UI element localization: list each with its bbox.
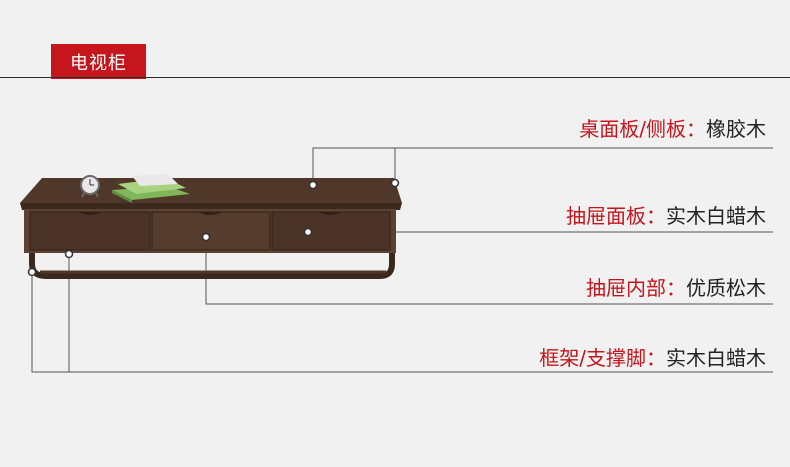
spec-separator: ： <box>666 276 686 300</box>
header-divider <box>0 77 790 78</box>
drawer-notch-right <box>318 212 342 215</box>
spec-part: 抽屉面板 <box>566 204 646 228</box>
callout-line-frame <box>31 272 773 373</box>
alarm-clock-icon <box>80 175 100 198</box>
spec-row-drawer-face: 抽屉面板：实木白蜡木 <box>566 204 766 228</box>
callout-dot-drawer-face <box>303 227 313 237</box>
spec-part: 抽屉内部 <box>586 276 666 300</box>
callout-dots <box>27 178 400 277</box>
callout-dot-side-panel <box>390 178 400 188</box>
cabinet-top-edge <box>20 203 402 210</box>
spec-material: 橡胶木 <box>706 117 766 141</box>
spec-part: 桌面板/侧板 <box>579 117 686 141</box>
spec-separator: ： <box>686 117 706 141</box>
spec-row-drawer-interior: 抽屉内部：优质松木 <box>586 276 766 300</box>
category-badge-label: 电视柜 <box>70 52 127 74</box>
callout-dot-frame <box>27 267 37 277</box>
callout-dot-top-panel <box>308 180 318 190</box>
spec-separator: ： <box>646 204 666 228</box>
category-badge: 电视柜 <box>51 44 146 79</box>
tv-cabinet <box>20 178 402 279</box>
callout-dot-drawer-interior <box>201 232 211 242</box>
cabinet-top-board <box>20 178 402 203</box>
drawer-notch-middle <box>198 212 222 215</box>
spec-part: 框架/支撑脚 <box>539 346 646 370</box>
spec-row-frame: 框架/支撑脚：实木白蜡木 <box>539 346 766 370</box>
drawer-left <box>29 211 151 251</box>
spec-material: 实木白蜡木 <box>666 346 766 370</box>
stacked-books-icon <box>112 174 190 203</box>
drawer-notch-left <box>78 212 102 215</box>
callout-dot-legs <box>64 249 74 259</box>
callout-line-top-panel <box>312 147 773 185</box>
spec-separator: ： <box>646 346 666 370</box>
spec-row-top-panel: 桌面板/侧板：橡胶木 <box>579 117 766 141</box>
drawer-middle <box>151 211 271 251</box>
callout-line-drawer-interior <box>205 237 773 305</box>
spec-material: 实木白蜡木 <box>666 204 766 228</box>
drawer-right <box>271 211 391 251</box>
spec-material: 优质松木 <box>686 276 766 300</box>
